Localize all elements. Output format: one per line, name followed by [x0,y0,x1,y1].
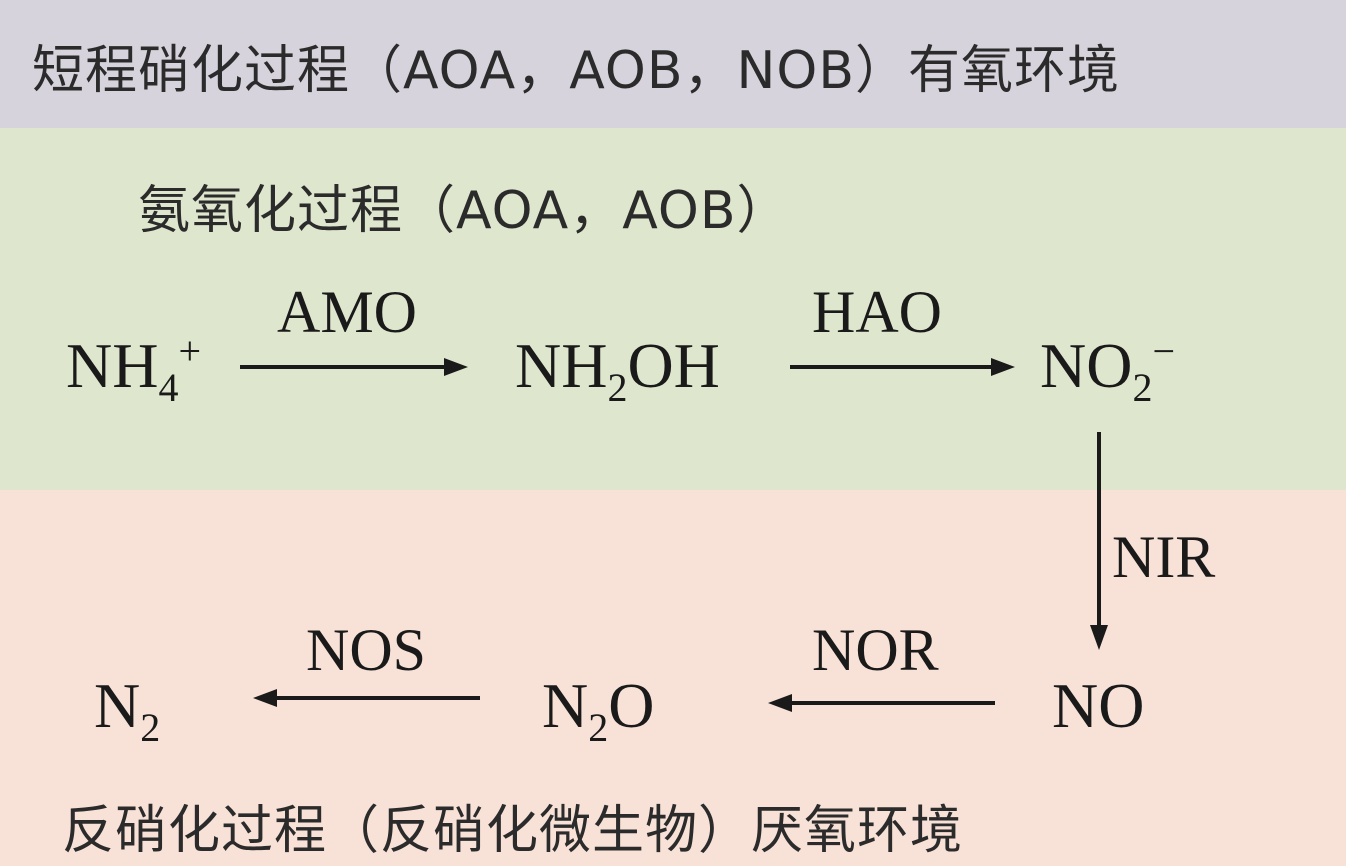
anaerobic-zone [0,490,1346,866]
hydroxylamine-label: NH2OH [515,330,720,410]
arrow-nos [253,689,480,707]
arrow-amo [240,358,468,376]
arrow-nor [768,694,995,712]
enzyme-nos-label: NOS [306,617,427,683]
ammonia-oxidation-title: 氨氧化过程（AOA，AOB） [138,181,790,241]
enzyme-hao-label: HAO [812,279,942,345]
aerobic-zone [0,128,1346,490]
enzyme-nir-label: NIR [1112,524,1216,590]
nitrous-oxide-label: N2O [542,670,655,750]
arrow-nir [1090,432,1108,650]
shortcut-nitrification-title: 短程硝化过程（AOA，AOB，NOB）有氧环境 [32,41,1121,101]
nitrogen-gas-label: N2 [94,670,161,750]
nitric-oxide-label: NO [1052,670,1145,741]
ammonium-label: NH4+ [66,328,201,410]
nitrite-label: NO2− [1040,328,1175,410]
enzyme-nor-label: NOR [812,617,939,683]
denitrification-title: 反硝化过程（反硝化微生物）厌氧环境 [62,801,964,861]
enzyme-amo-label: AMO [277,279,418,345]
header-band [0,0,1346,128]
arrow-hao [790,358,1015,376]
